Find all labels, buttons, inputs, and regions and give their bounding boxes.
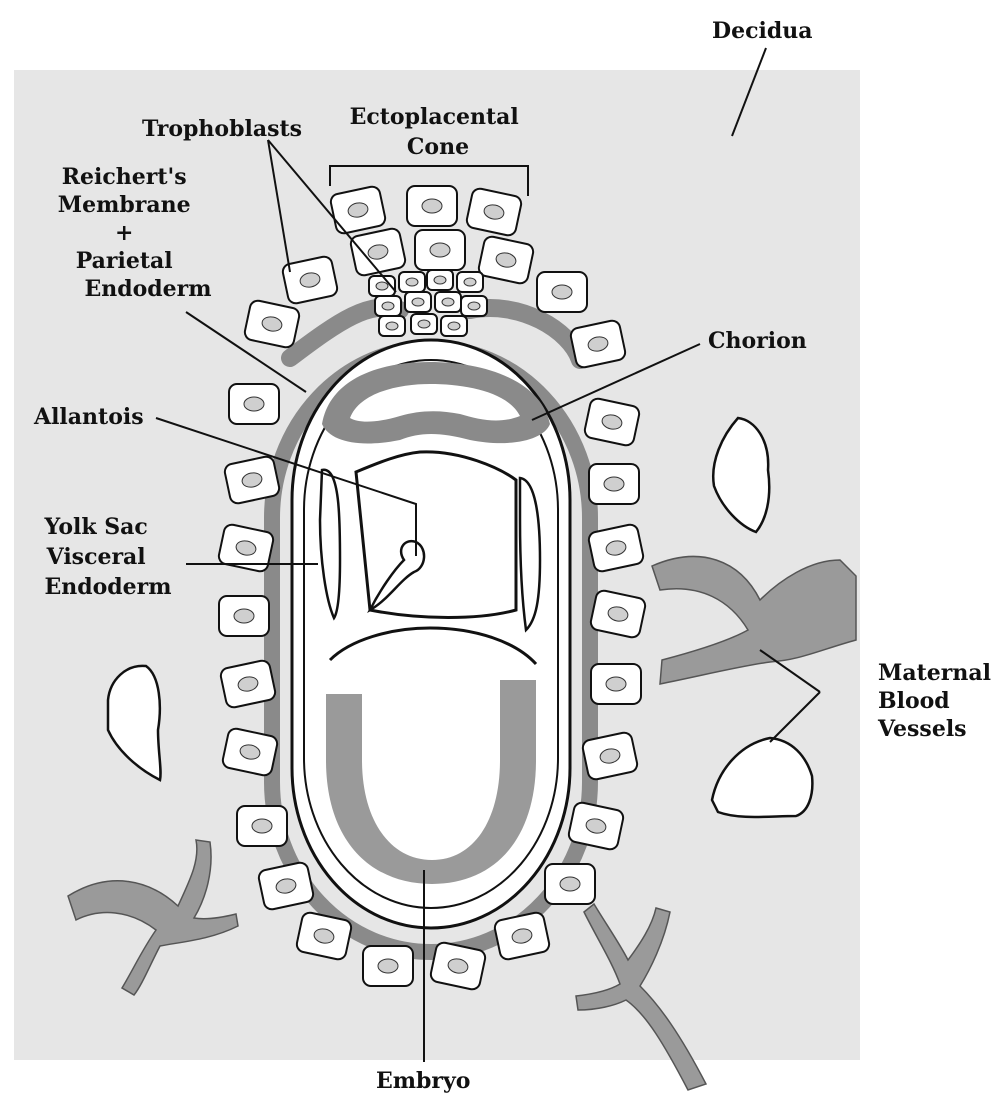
- trophoblast-cell: [399, 272, 425, 292]
- label-embryo: Embryo: [376, 1068, 470, 1094]
- trophoblast-cell: [461, 296, 487, 316]
- trophoblast-cell: [405, 292, 431, 312]
- trophoblast-cell: [435, 292, 461, 312]
- label-yolk-sac: Yolk Sac Visceral Endoderm: [44, 514, 172, 600]
- trophoblast-cell: [441, 316, 467, 336]
- label-allantois: Allantois: [33, 404, 144, 430]
- trophoblast-cell: [363, 946, 413, 986]
- trophoblast-cell: [407, 186, 457, 226]
- trophoblast-cell: [219, 596, 269, 636]
- label-decidua: Decidua: [712, 18, 812, 44]
- trophoblast-cell: [591, 664, 641, 704]
- label-maternal-blood-vessels: Maternal Blood Vessels: [877, 660, 999, 742]
- trophoblast-cell: [229, 384, 279, 424]
- trophoblast-cell: [589, 464, 639, 504]
- trophoblast-cell: [379, 316, 405, 336]
- trophoblast-cell: [545, 864, 595, 904]
- trophoblast-cell: [237, 806, 287, 846]
- trophoblast-cell: [415, 230, 465, 270]
- trophoblast-cell: [427, 270, 453, 290]
- label-trophoblasts: Trophoblasts: [142, 116, 302, 142]
- trophoblast-cell: [457, 272, 483, 292]
- trophoblast-cell: [375, 296, 401, 316]
- trophoblast-cell: [411, 314, 437, 334]
- label-chorion: Chorion: [708, 328, 807, 354]
- trophoblast-cell: [537, 272, 587, 312]
